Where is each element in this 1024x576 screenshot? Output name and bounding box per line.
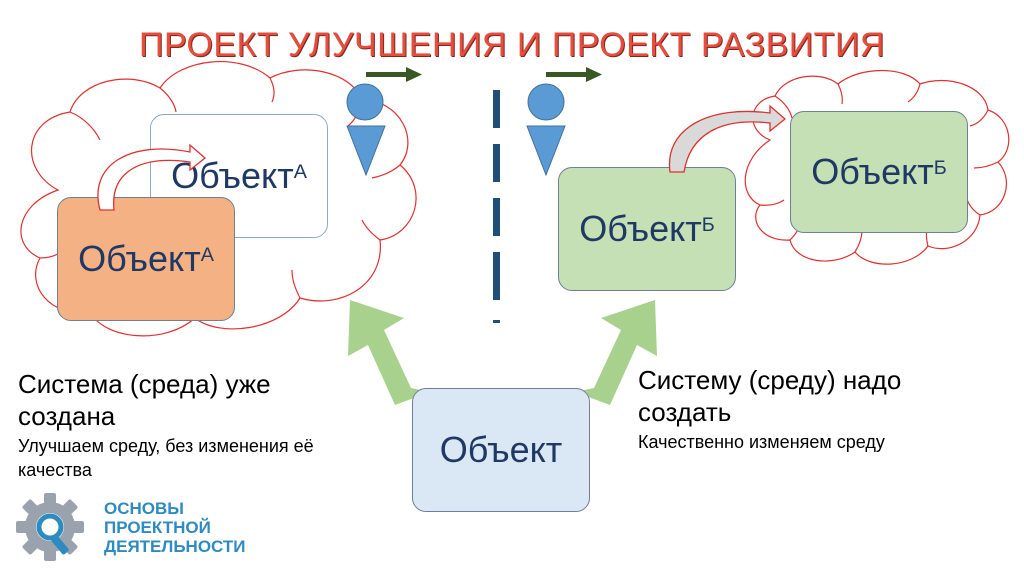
right-caption-heading-2: создать bbox=[638, 397, 732, 427]
logo-line-1: ОСНОВЫ bbox=[104, 499, 184, 518]
right-caption-heading-1: Систему (среду) надо bbox=[638, 365, 902, 395]
left-caption-sub-2: качества bbox=[18, 460, 92, 480]
object-a-back-sup: А bbox=[293, 160, 307, 183]
left-caption-heading-2: создана bbox=[18, 401, 116, 431]
person-icon-right bbox=[526, 83, 566, 177]
right-caption-sub-1: Качественно изменяем среду bbox=[638, 432, 885, 452]
object-b-cloud-sup: Б bbox=[933, 156, 947, 179]
object-b-cloud-label: Объект bbox=[811, 151, 934, 192]
object-base-label: Объект bbox=[439, 429, 563, 470]
small-arrow-icon-right bbox=[546, 67, 602, 82]
page-title: ПРОЕКТ УЛУЧШЕНИЯ И ПРОЕКТ РАЗВИТИЯ bbox=[139, 26, 885, 64]
center-divider bbox=[493, 90, 500, 323]
logo-line-2: ПРОЕКТНОЙ bbox=[104, 518, 211, 537]
object-base-box: Объект bbox=[412, 388, 590, 512]
person-icon-left bbox=[346, 83, 386, 177]
logo: ОСНОВЫ ПРОЕКТНОЙ ДЕЯТЕЛЬНОСТИ bbox=[104, 499, 246, 556]
left-caption-heading-1: Система (среда) уже bbox=[18, 369, 271, 399]
up-arrow-icon-left bbox=[348, 300, 430, 405]
up-arrow-icon-right bbox=[575, 300, 657, 405]
object-b-center-label: Объект bbox=[579, 208, 702, 249]
small-arrow-icon-left bbox=[366, 67, 422, 82]
object-a-front-sup: А bbox=[200, 243, 214, 266]
gear-magnifier-icon bbox=[16, 493, 84, 561]
object-a-back-label: Объект bbox=[171, 155, 294, 196]
logo-line-3: ДЕЯТЕЛЬНОСТИ bbox=[104, 537, 246, 556]
left-caption-sub-1: Улучшаем среду, без изменения её bbox=[18, 436, 314, 456]
object-b-center-sup: Б bbox=[701, 213, 715, 236]
object-a-front-label: Объект bbox=[78, 238, 201, 279]
